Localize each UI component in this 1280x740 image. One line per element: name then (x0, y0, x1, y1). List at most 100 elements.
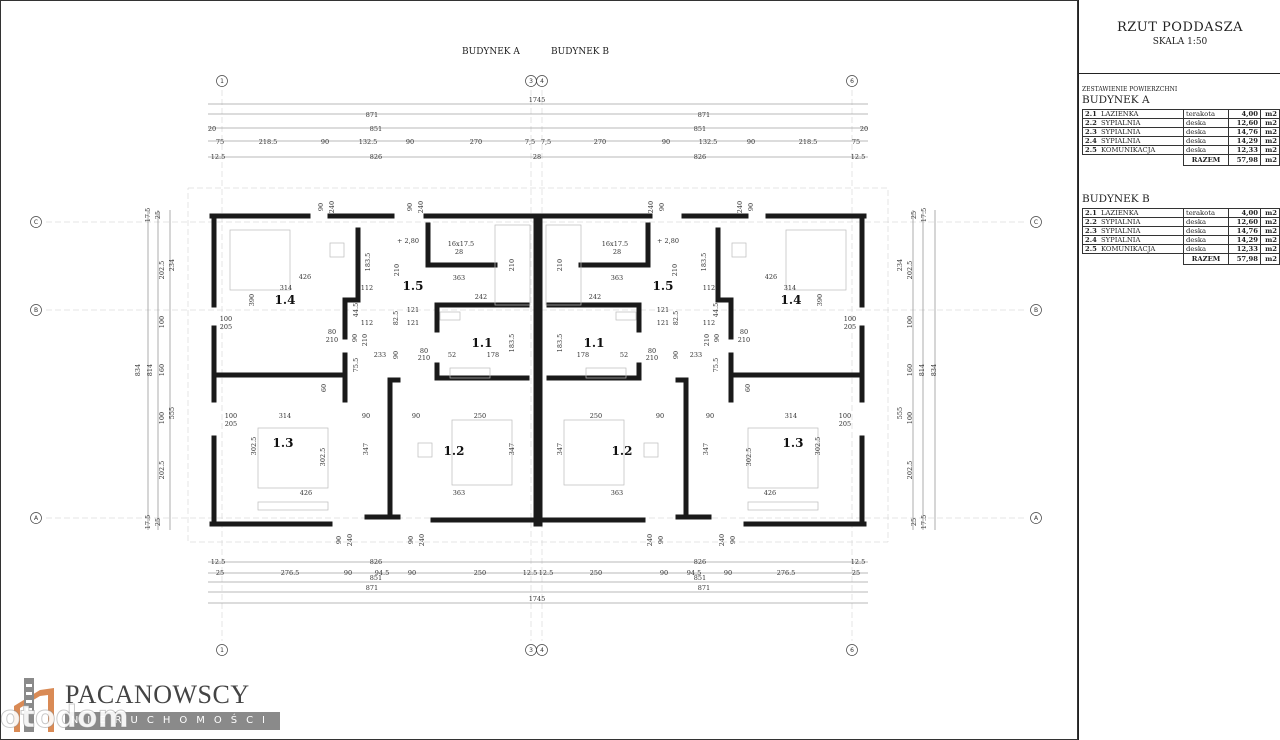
dim-interior: 390 (816, 294, 824, 306)
furniture (585, 367, 627, 379)
dim-net: 826 (370, 153, 382, 161)
dim-chain: 250 (474, 569, 486, 577)
dim-interior: 302.5 (745, 448, 753, 467)
furniture (494, 224, 531, 306)
dim-chain: 276.5 (777, 569, 796, 577)
title: RZUT PODDASZA (1116, 20, 1244, 35)
dim-chain: 25 (216, 569, 224, 577)
dim-chain: 12.5 (523, 569, 537, 577)
dim-interior: 210 (556, 259, 564, 271)
svg-text:A: A (1034, 515, 1039, 522)
building-a-label: BUDYNEK A (462, 47, 520, 57)
dim-side: 555 (896, 407, 904, 419)
dim-side: 234 (168, 259, 176, 271)
dim-interior: 183.5 (364, 253, 372, 272)
axis-marker-B: B (30, 304, 42, 316)
dim-opening: 90 (335, 536, 343, 544)
axis-marker-1: 1 (216, 644, 228, 656)
dim-opening: 240 (718, 534, 726, 546)
dim-total: 1745 (529, 595, 546, 603)
dim-interior: 210 (703, 334, 711, 346)
svg-text:3: 3 (529, 78, 533, 85)
dim-side: 100 (158, 316, 166, 328)
dim-chain: 90 (724, 569, 732, 577)
svg-text:6: 6 (850, 78, 854, 85)
dim-chain: 7,5 (541, 138, 551, 146)
dim-edge: 20 (208, 125, 216, 133)
dim-edge: 12.5 (851, 558, 865, 566)
dim-interior: 28 (613, 248, 621, 256)
furniture-building-a (229, 224, 531, 511)
dim-opening: 90 (657, 536, 665, 544)
dim-chain: 90 (344, 569, 352, 577)
dim-side: 25 (910, 518, 918, 526)
dim-interior: 52 (620, 351, 628, 359)
dim-side: 814 (918, 364, 926, 376)
dim-interior: 44.5 (352, 303, 360, 317)
room-label-1-1: 1.1 (472, 336, 493, 350)
dim-interior: 80 (328, 328, 336, 336)
svg-text:A: A (34, 515, 39, 522)
dim-side: 814 (146, 364, 154, 376)
dim-inner: 851 (370, 574, 382, 582)
dim-half: 871 (366, 111, 378, 119)
dim-interior: 363 (611, 489, 623, 497)
svg-text:4: 4 (540, 647, 544, 654)
dim-interior: + 2,80 (657, 237, 679, 245)
dim-interior: 90 (672, 351, 680, 359)
dim-interior: 75.5 (352, 358, 360, 372)
svg-text:1: 1 (220, 78, 224, 85)
dim-side: 555 (168, 407, 176, 419)
dim-interior: 347 (556, 443, 564, 455)
dim-side: 25 (910, 211, 918, 219)
dim-chain: 90 (662, 138, 670, 146)
dim-interior: 82.5 (672, 311, 680, 325)
dim-total: 1745 (529, 96, 546, 104)
dim-half: 871 (698, 111, 710, 119)
dim-interior: 183.5 (556, 334, 564, 353)
dim-interior: 242 (475, 293, 487, 301)
svg-text:B: B (1034, 307, 1038, 314)
furniture-building-b (545, 224, 847, 511)
room-label-1-4: 1.4 (275, 293, 296, 307)
dim-chain: 90 (321, 138, 329, 146)
dim-side: 17.5 (144, 208, 152, 222)
dim-opening: 90 (729, 536, 737, 544)
dim-interior: 302.5 (814, 437, 822, 456)
room-label-1-5: 1.5 (403, 279, 424, 293)
dim-inner: 851 (694, 125, 706, 133)
building-logo-icon (14, 678, 54, 732)
dim-interior: 210 (393, 264, 401, 276)
furniture (451, 419, 513, 486)
dim-interior: 112 (703, 319, 715, 327)
dim-interior: 250 (590, 412, 602, 420)
furniture (643, 442, 659, 458)
dim-chain: 132.5 (699, 138, 718, 146)
building-b-label: BUDYNEK B (551, 47, 609, 57)
dim-interior: 121 (657, 306, 669, 314)
dim-interior: 347 (508, 443, 516, 455)
axis-marker-4: 4 (536, 75, 548, 87)
dim-chain: 12.5 (539, 569, 553, 577)
dim-interior: 210 (361, 334, 369, 346)
summary-caption: ZESTAWIENIE POWIERZCHNI (1082, 86, 1178, 93)
dim-side: 202.5 (158, 261, 166, 280)
dim-interior: 210 (738, 336, 750, 344)
dim-interior: 121 (407, 319, 419, 327)
dim-chain: 94.5 (687, 569, 701, 577)
axis-marker-1: 1 (216, 75, 228, 87)
svg-text:6: 6 (850, 647, 854, 654)
dim-net: 826 (370, 558, 382, 566)
dim-inner: 851 (370, 125, 382, 133)
dim-side: 160 (158, 364, 166, 376)
dim-chain: 90 (747, 138, 755, 146)
dim-interior: 314 (785, 412, 797, 420)
dim-interior: 112 (361, 284, 373, 292)
